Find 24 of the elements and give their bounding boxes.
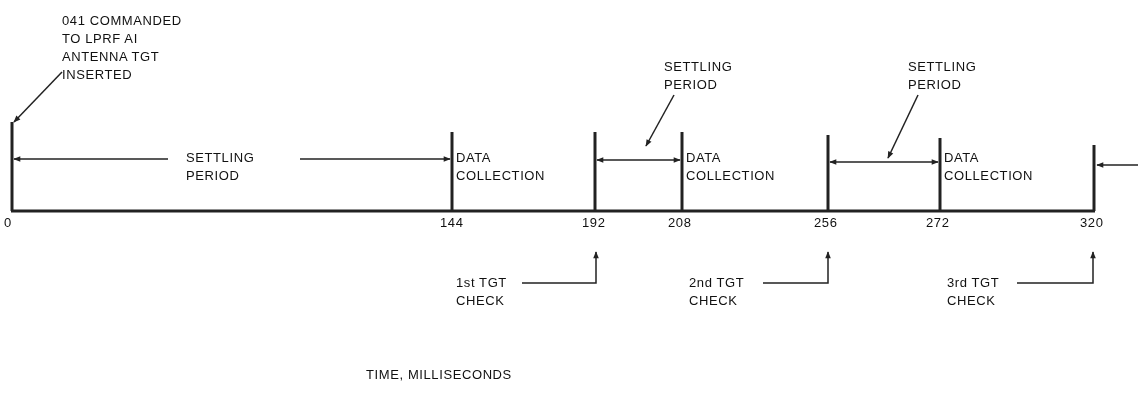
- leader-line: [1016, 251, 1096, 284]
- tick-label: 144: [440, 215, 464, 230]
- tick-label: 0: [4, 215, 12, 230]
- tick-label: 208: [668, 215, 692, 230]
- axis-title: TIME, MILLISECONDS: [366, 367, 512, 382]
- tick-label: 256: [814, 215, 838, 230]
- tick-label: 192: [582, 215, 606, 230]
- tick-label: 272: [926, 215, 950, 230]
- callout-text: 2nd TGT CHECK: [689, 274, 746, 310]
- phase-label: DATA COLLECTION: [686, 150, 776, 183]
- leader-line: [645, 94, 675, 147]
- phase-label: DATA COLLECTION: [944, 150, 1034, 183]
- leader-line: [762, 251, 831, 284]
- callout-text: 1st TGT CHECK: [456, 274, 508, 310]
- callout-text: 3rd TGT CHECK: [947, 274, 1001, 310]
- callout-text: 041 COMMANDED TO LPRF AI ANTENNA TGT INSERTED: [62, 12, 183, 84]
- callout-text: SETTLING PERIOD: [908, 58, 978, 94]
- leader-line: [887, 94, 919, 159]
- tick-label: 320: [1080, 215, 1104, 230]
- period-label: SETTLING PERIOD: [186, 150, 255, 183]
- callout-text: SETTLING PERIOD: [664, 58, 734, 94]
- leader-line: [13, 71, 63, 123]
- leader-line: [521, 251, 599, 284]
- phase-label: DATA COLLECTION: [456, 150, 546, 183]
